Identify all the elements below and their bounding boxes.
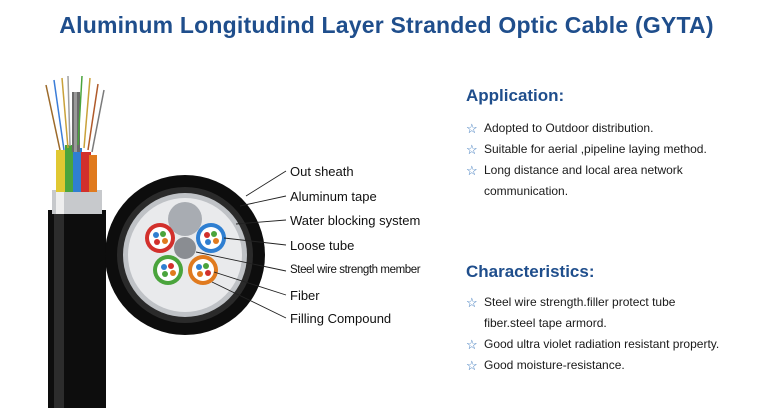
- cable-side-view: [45, 75, 106, 408]
- star-outline-icon: ☆: [466, 163, 478, 178]
- star-outline-icon: ☆: [466, 142, 478, 157]
- label-filling-compound: Filling Compound: [290, 311, 392, 326]
- label-water-blocking: Water blocking system: [290, 213, 421, 228]
- characteristics-item: ☆Steel wire strength.filler protect tube…: [466, 292, 716, 334]
- label-steel-wire: Steel wire strength member: [290, 264, 421, 276]
- application-item: ☆Long distance and local area network co…: [466, 160, 726, 202]
- label-aluminum-tape: Aluminum tape: [290, 189, 377, 204]
- application-list: ☆Adopted to Outdoor distribution. ☆Suita…: [466, 118, 766, 202]
- label-out-sheath: Out sheath: [290, 164, 354, 179]
- application-heading: Application:: [466, 86, 565, 105]
- side-sheath-highlight: [54, 214, 64, 408]
- cross-central-member: [174, 237, 196, 259]
- characteristics-item: ☆Good ultra violet radiation resistant p…: [466, 334, 736, 355]
- star-outline-icon: ☆: [466, 295, 478, 310]
- characteristics-heading: Characteristics:: [466, 262, 595, 281]
- characteristics-item: ☆Good moisture-resistance.: [466, 355, 766, 376]
- characteristics-list: ☆Steel wire strength.filler protect tube…: [466, 292, 766, 376]
- star-outline-icon: ☆: [466, 337, 478, 352]
- side-central-highlight: [74, 92, 77, 152]
- page-title: Aluminum Longitudind Layer Stranded Opti…: [59, 12, 714, 38]
- leader-lines: [195, 170, 287, 319]
- side-tape-highlight: [56, 190, 64, 214]
- side-tube-yellow: [56, 150, 66, 192]
- application-item: ☆Adopted to Outdoor distribution.: [466, 118, 766, 139]
- side-tube-orange: [89, 155, 97, 192]
- side-tube-green: [65, 145, 74, 192]
- cable-cross-section: [105, 175, 265, 335]
- star-outline-icon: ☆: [466, 121, 478, 136]
- application-item: ☆Suitable for aerial ,pipeline laying me…: [466, 139, 726, 160]
- side-tube-blue: [73, 148, 82, 192]
- cross-filler-top: [168, 202, 202, 236]
- side-tube-red: [81, 152, 91, 192]
- label-fiber: Fiber: [290, 288, 320, 303]
- star-outline-icon: ☆: [466, 358, 478, 373]
- label-loose-tube: Loose tube: [290, 238, 355, 253]
